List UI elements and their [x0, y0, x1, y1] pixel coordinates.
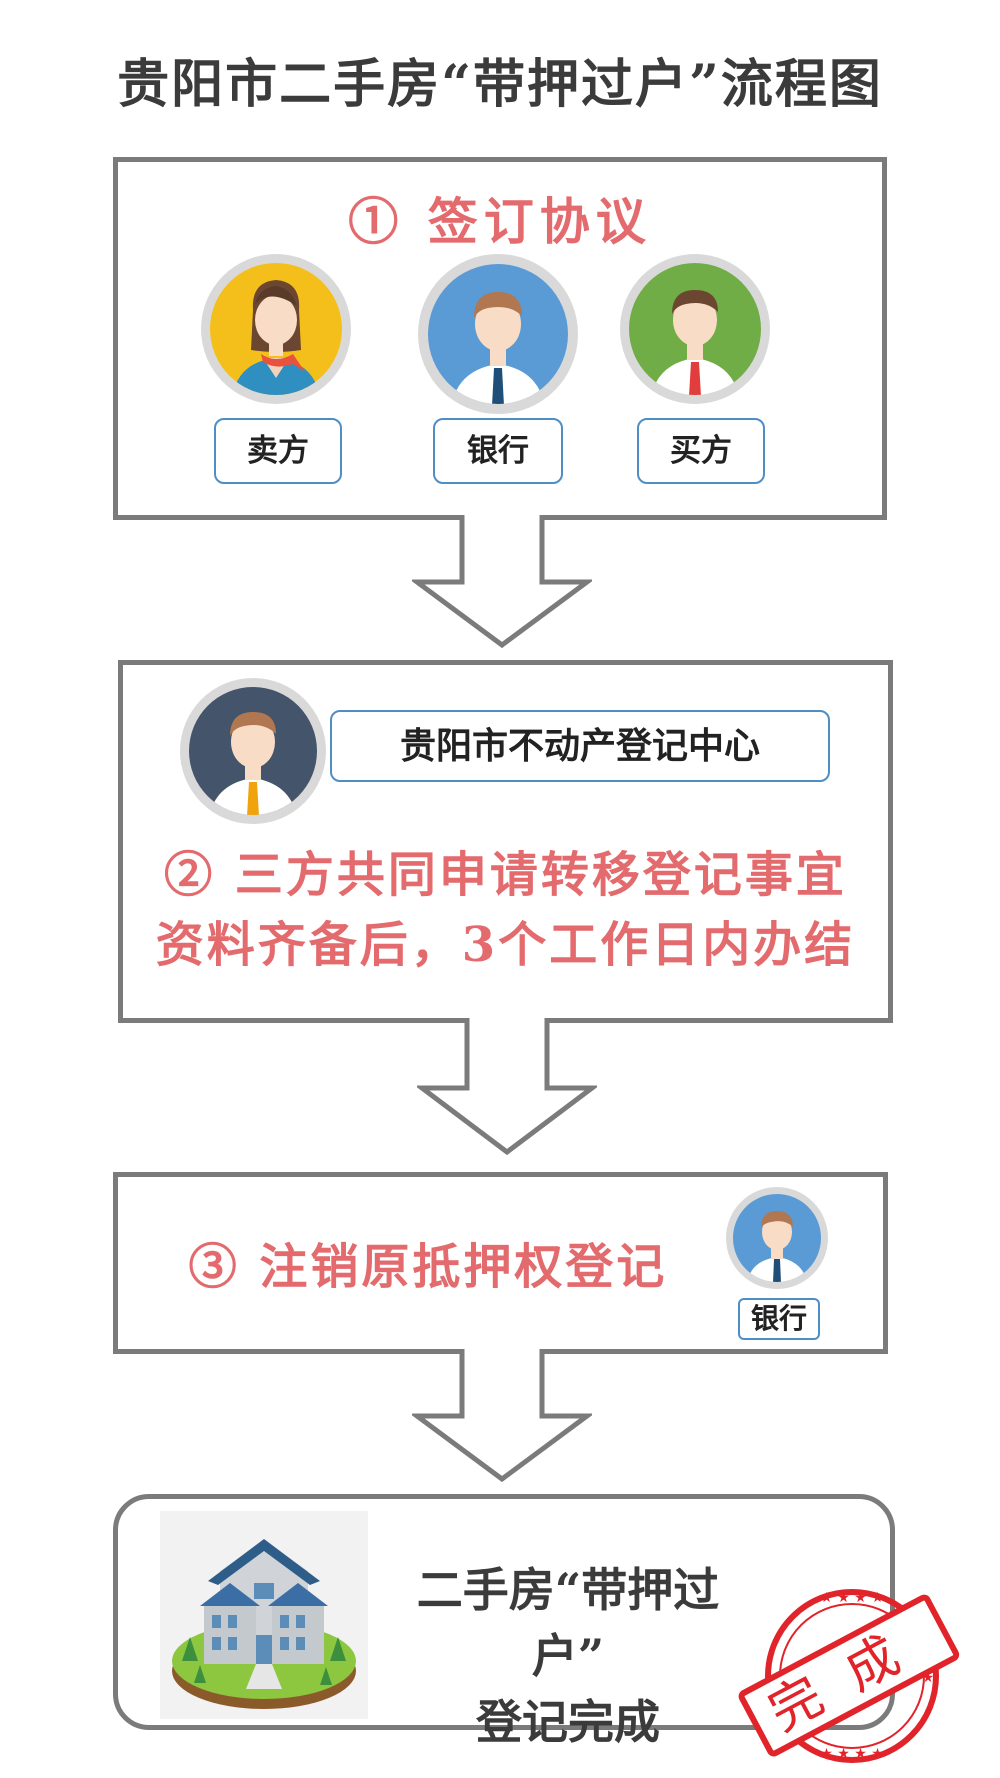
- bank-label: 银行: [433, 418, 563, 484]
- svg-text:★ ★ ★ ★: ★ ★ ★ ★: [820, 1590, 884, 1606]
- step1-title: ① 签订协议: [348, 192, 652, 251]
- completed-stamp-icon: ★ ★ ★ ★ ★ ★ ★ ★ ★ ★ 完成: [738, 1589, 960, 1763]
- step2-description: ② 三方共同申请转移登记事宜 资料齐备后，3个工作日内办结: [123, 840, 888, 980]
- step3-title: ③ 注销原抵押权登记: [188, 1239, 668, 1295]
- step2-line1: ② 三方共同申请转移登记事宜: [164, 847, 847, 903]
- completion-line1: 二手房“带押过户”: [416, 1563, 720, 1683]
- bank-avatar-icon: [418, 254, 578, 414]
- bank-small-avatar-icon: [726, 1187, 828, 1289]
- step2-box: 贵阳市不动产登记中心 ② 三方共同申请转移登记事宜 资料齐备后，3个工作日内办结: [118, 660, 893, 1023]
- buyer-avatar-icon: [620, 254, 770, 404]
- step1-box: ① 签订协议 卖方 银行: [113, 157, 887, 520]
- page-title: 贵阳市二手房“带押过户”流程图: [117, 54, 883, 115]
- seller-avatar-icon: [201, 254, 351, 404]
- flow-arrow-1-icon: [412, 515, 592, 649]
- registry-center-label: 贵阳市不动产登记中心: [330, 710, 830, 782]
- house-icon: [160, 1511, 368, 1719]
- step3-box: ③ 注销原抵押权登记 银行: [113, 1172, 888, 1354]
- flow-arrow-3-icon: [412, 1349, 592, 1483]
- buyer-label: 买方: [637, 418, 765, 484]
- bank-small-label: 银行: [738, 1298, 820, 1340]
- step2-line2: 资料齐备后，3个工作日内办结: [155, 917, 856, 973]
- registry-officer-avatar-icon: [180, 678, 326, 824]
- seller-label: 卖方: [214, 418, 342, 484]
- svg-text:★ ★ ★ ★: ★ ★ ★ ★: [820, 1746, 884, 1762]
- flow-arrow-2-icon: [417, 1018, 597, 1156]
- completion-text: 二手房“带押过户” 登记完成: [388, 1557, 748, 1755]
- completion-line2: 登记完成: [476, 1695, 660, 1749]
